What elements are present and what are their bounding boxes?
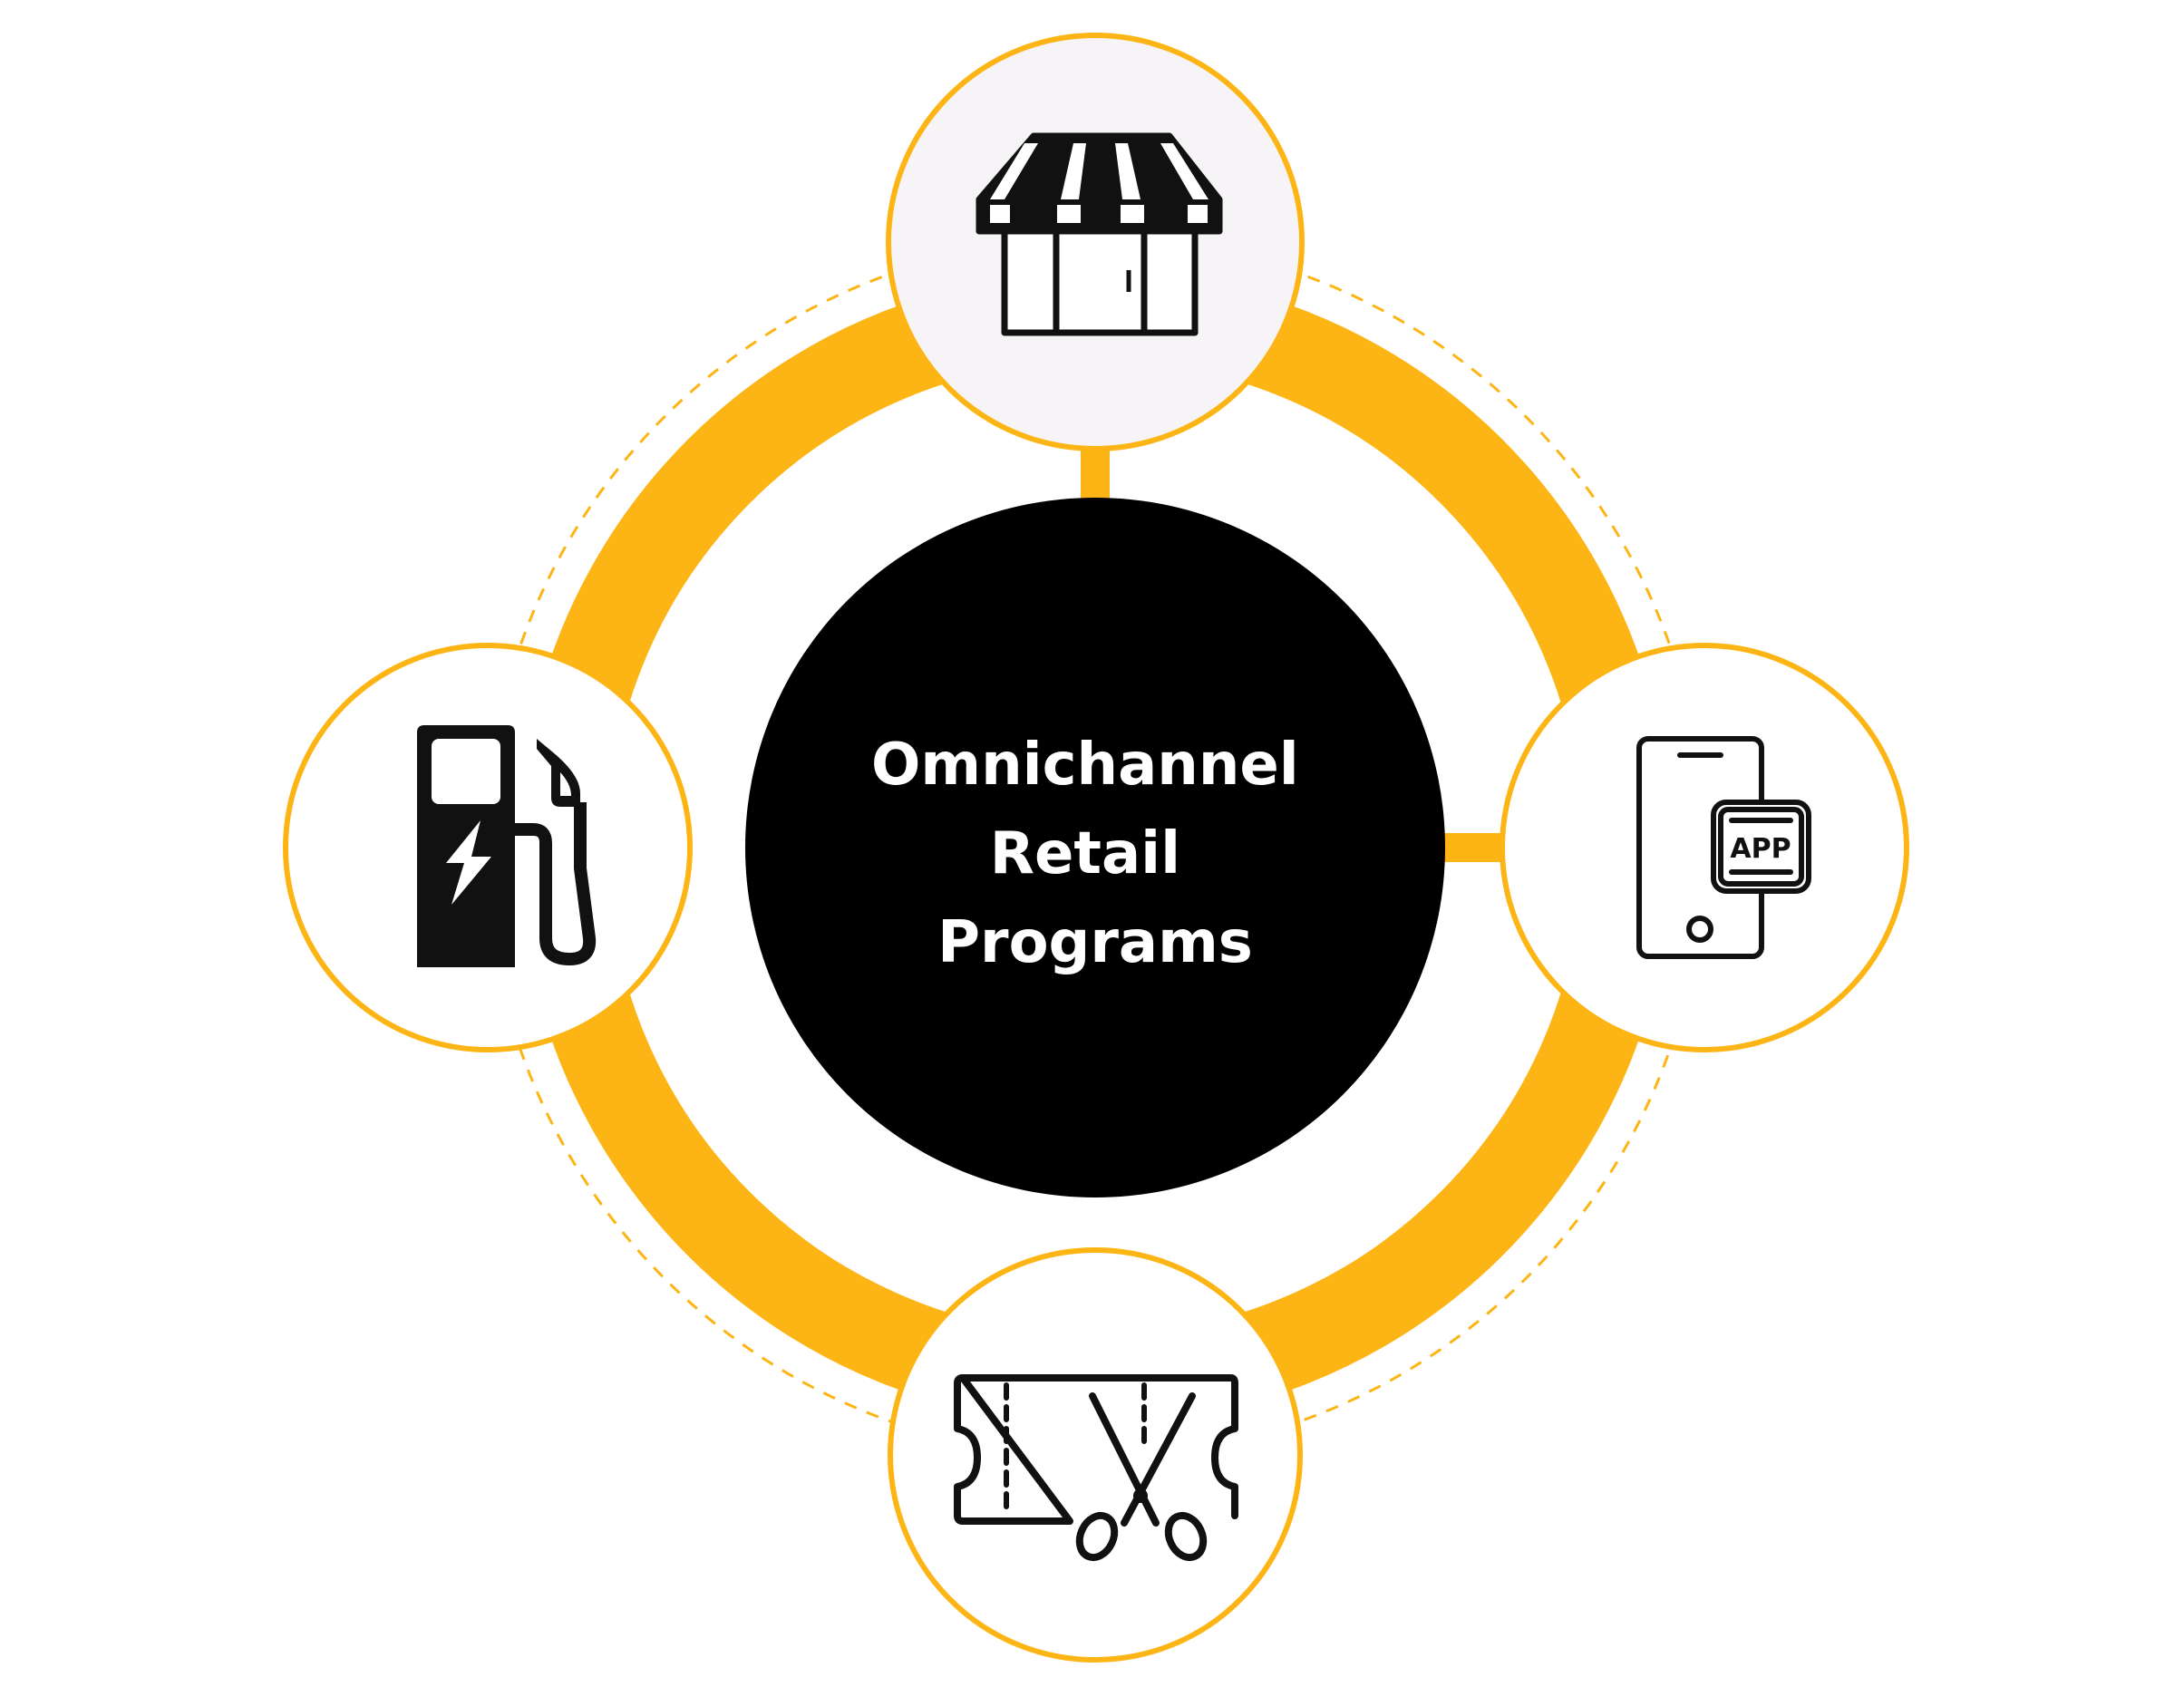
node-bottom-circle [888,1247,1303,1663]
mobile-app-icon [1636,736,1811,959]
ev-charging-station-icon [417,725,597,967]
node-top [886,33,1305,451]
center-title-line-3: Programs [937,909,1253,976]
coupon-scissors-icon [954,1374,1238,1562]
node-right: APP [1500,643,1909,1052]
node-left [283,643,693,1052]
app-badge-label: APP [1730,833,1791,865]
svg-text:Omnichannel Retail Pro: Omnichannel Retail Programs [871,732,1319,976]
center-circle [745,498,1445,1197]
center-title-line-2: Retail [990,820,1180,887]
storefront-icon [976,132,1223,336]
node-bottom [888,1247,1303,1663]
center-title-line-1: Omnichannel [871,732,1299,799]
